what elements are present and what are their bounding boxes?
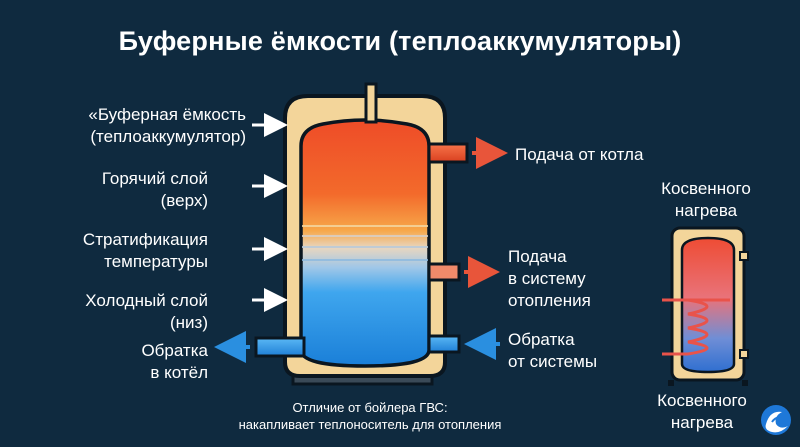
label-pointers — [252, 113, 288, 312]
label-hot-layer: Горячий слой (верх) — [101, 169, 208, 210]
logo-wave-icon — [761, 405, 791, 435]
pipe-supply-from-boiler — [427, 142, 469, 164]
label-buffer-tank: «Буферная ёмкость (теплоаккумулятор) — [88, 105, 246, 146]
caption: Отличие от бойлера ГВС: накапливает тепл… — [238, 400, 502, 432]
stratification-lines — [302, 225, 428, 261]
pipe-return-from-system — [427, 334, 461, 354]
page-title: Буферные ёмкости (теплоаккумуляторы) — [118, 26, 682, 56]
label-cold-layer: Холодный слой (низ) — [85, 291, 208, 332]
label-indirect-top: Косвенного нагрева — [661, 179, 751, 220]
label-return-to-boiler: Обратка в котёл — [141, 341, 208, 382]
pipe-supply-to-heating — [427, 262, 461, 282]
label-stratification: Стратификация температуры — [82, 230, 208, 271]
label-indirect-bottom: Косвенного нагрева — [657, 391, 747, 432]
top-pipe — [364, 82, 378, 124]
label-return-from-system: Обратка от системы — [508, 330, 598, 371]
label-supply-from-boiler: Подача от котла — [515, 145, 644, 164]
indirect-boiler — [662, 226, 749, 386]
pipe-return-to-boiler — [254, 336, 306, 358]
heating-coil — [662, 298, 730, 356]
label-supply-to-heating: Подача в систему отопления — [508, 247, 591, 310]
tank-water — [299, 118, 431, 368]
